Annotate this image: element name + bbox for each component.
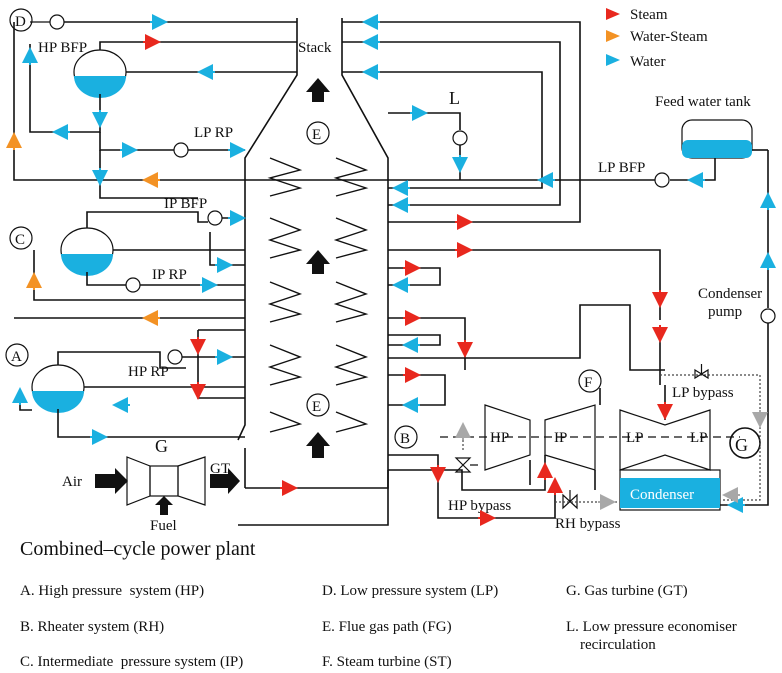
- lp-bfp-pump-icon: [654, 172, 670, 188]
- legend-water-arrow: [606, 54, 620, 66]
- ip-rp-label: IP RP: [152, 267, 187, 283]
- heat-exchanger-coils: [267, 157, 369, 433]
- feed-water-tank-label: Feed water tank: [655, 94, 751, 110]
- key-item-b: B. Rheater system (RH): [20, 619, 165, 635]
- hp-bfp-label: HP BFP: [38, 40, 87, 56]
- key-item-f: F. Steam turbine (ST): [322, 654, 452, 670]
- lp-bypass-label: LP bypass: [672, 385, 734, 401]
- legend-steam-label: Steam: [630, 7, 668, 23]
- system-c-marker-label: C: [15, 232, 25, 248]
- flue-gas-marker-bottom-label: E: [312, 399, 321, 415]
- gas-turbine-compressor: [126, 456, 151, 506]
- ip-drum-water: [61, 254, 113, 276]
- system-b-marker: [394, 425, 418, 449]
- gas-turbine: G Air Fuel GT: [62, 436, 240, 534]
- flue-gas-marker-top-label: E: [312, 127, 321, 143]
- fuel-arrow: [155, 496, 173, 515]
- exhaust-arrow: [210, 468, 240, 494]
- system-d-lp: D HP BFP LP RP L: [9, 8, 655, 223]
- lp-bypass-valve-icon: [694, 364, 709, 380]
- legend-water-label: Water: [630, 54, 665, 70]
- key-item-e: E. Flue gas path (FG): [322, 619, 452, 635]
- hp-turbine-label: HP: [490, 430, 509, 446]
- gas-turbine-expander: [177, 456, 206, 506]
- steam-turbine: F HP IP LP LP G: [440, 330, 761, 490]
- flue-gas-marker-top: [306, 121, 330, 145]
- lp-rp-label: LP RP: [194, 125, 233, 141]
- legend-water-steam-arrow: [606, 30, 620, 42]
- hp-bypass-valve-icon: [454, 457, 478, 473]
- system-d-marker-label: D: [15, 14, 26, 30]
- condenser-pump-icon: [760, 308, 776, 324]
- ip-bfp-label: IP BFP: [164, 196, 207, 212]
- hp-turbine: [484, 404, 531, 471]
- lp-rp-pump-icon: [173, 142, 189, 158]
- system-b-marker-label: B: [400, 431, 410, 447]
- lp-econ-recirc-label: L: [449, 88, 460, 108]
- key-item-c: C. Intermediate pressure system (IP): [20, 654, 244, 670]
- rh-bypass-valve-icon: [562, 490, 578, 510]
- rh-bypass-label: RH bypass: [555, 516, 621, 532]
- hp-bypass-label: HP bypass: [448, 498, 511, 514]
- lp-bfp-label: LP BFP: [598, 160, 645, 176]
- legend-steam-arrow: [606, 8, 620, 20]
- ip-bfp-pump-icon: [207, 210, 223, 226]
- air-label: Air: [62, 474, 82, 490]
- feed-water-tank: Feed water tank LP BFP Condenser pump: [598, 94, 776, 506]
- lp-turbine-right-label: LP: [690, 430, 708, 446]
- fuel-label: Fuel: [150, 518, 177, 534]
- diagram-key: A. High pressure system (HP) B. Rheater …: [0, 575, 782, 673]
- hrsg-casing: Stack: [237, 18, 389, 526]
- ip-rp-pump-icon: [125, 277, 141, 293]
- key-item-a: A. High pressure system (HP): [20, 583, 205, 599]
- feed-water-tank-water: [682, 140, 752, 158]
- legend: Steam Water-Steam Water: [606, 7, 708, 70]
- flue-gas-arrow-mid: [306, 250, 330, 274]
- key-item-d: D. Low pressure system (LP): [322, 583, 499, 599]
- condenser-label: Condenser: [630, 487, 694, 503]
- system-f-marker: [578, 369, 602, 393]
- gt-label: GT: [210, 461, 230, 477]
- lp-drum-water: [74, 76, 126, 98]
- ip-turbine-label: IP: [554, 430, 567, 446]
- lp-econ-recirc-pump-icon: [452, 130, 468, 146]
- key-item-g: G. Gas turbine (GT): [566, 583, 688, 599]
- legend-water-steam-label: Water-Steam: [630, 29, 708, 45]
- system-c-ip: C IP BFP IP RP: [9, 196, 661, 370]
- key-item-l1: L. Low pressure economiser: [566, 619, 737, 635]
- system-a-marker: [5, 343, 29, 367]
- flue-gas-arrow-low: [306, 432, 330, 458]
- hp-rp-label: HP RP: [128, 364, 169, 380]
- plant-diagram: Steam Water-Steam Water Stack E E D: [5, 7, 776, 534]
- condenser-pump-label-1: Condenser: [698, 286, 762, 302]
- flue-gas-marker-bottom: [306, 393, 330, 417]
- air-arrow: [95, 468, 128, 494]
- flue-gas-arrow-top: [306, 78, 330, 102]
- stack-label: Stack: [298, 40, 332, 56]
- condenser-unit: Condenser: [619, 469, 721, 511]
- system-a-marker-label: A: [11, 349, 22, 365]
- condenser-pump-label-2: pump: [708, 304, 742, 320]
- gas-turbine-label: G: [155, 436, 168, 456]
- diagram-caption: Combined–cycle power plant: [20, 538, 256, 560]
- condenser-fill: [620, 478, 720, 508]
- system-f-marker-label: F: [584, 375, 592, 391]
- gas-turbine-combustor: [149, 465, 179, 497]
- system-d-marker: [9, 8, 33, 32]
- flow-arrows: [6, 14, 776, 526]
- hp-rp-pump-icon: [167, 349, 183, 365]
- hp-drum-water: [32, 391, 84, 413]
- generator-label: G: [735, 435, 748, 455]
- key-item-l2: recirculation: [580, 637, 656, 653]
- system-a-hp: A HP RP: [5, 304, 665, 438]
- hp-bfp-pump-icon: [49, 14, 65, 30]
- system-c-marker: [9, 226, 33, 250]
- lp-turbine-left-label: LP: [626, 430, 644, 446]
